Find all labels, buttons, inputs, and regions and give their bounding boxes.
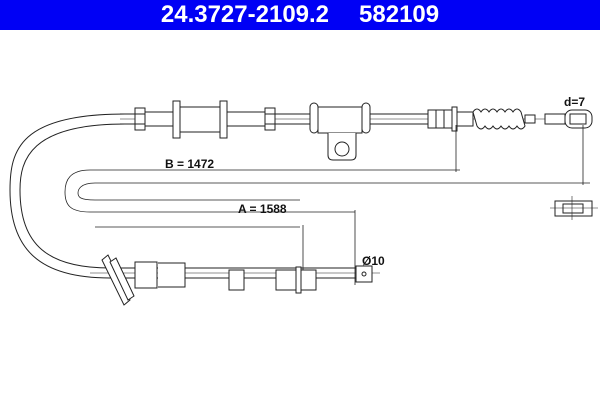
rubber-boot [472,108,566,130]
mounting-bracket [309,102,371,161]
dimension-a-label: A = 1588 [238,202,287,216]
reference-number: 582109 [359,1,440,28]
eyelet-side-view [550,196,598,220]
upper-nut-right [264,107,276,131]
lower-grommet [101,254,373,306]
cable-loop [9,113,126,279]
part-number: 24.3727-2109.2 [160,1,330,28]
diameter-d-label: d=7 [564,95,585,109]
upper-ferrule [427,106,474,132]
upper-nut-left [134,107,146,131]
upper-sleeve [144,100,266,139]
dimension-b-label: B = 1472 [165,157,214,171]
end-eyelet [564,109,593,129]
diameter-10-label: Ø10 [362,254,385,268]
title-bar: 24.3727-2109.2 582109 [0,0,600,30]
